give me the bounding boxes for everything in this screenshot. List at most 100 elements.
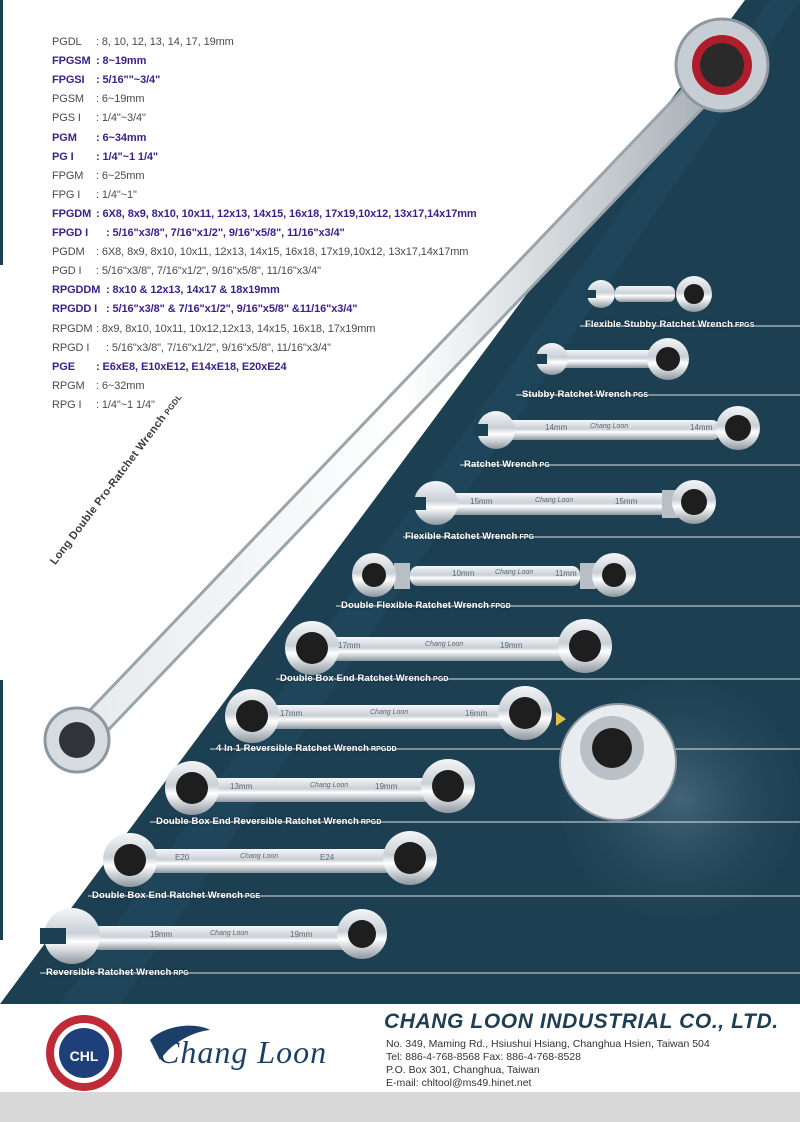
spec-row: RPGD I : 5/16"x3/8", 7/16"x1/2", 9/16"x5/… [52, 341, 331, 355]
spec-code: PG I [52, 150, 74, 163]
spec-value: : 6~25mm [96, 169, 145, 182]
label-rpg-name: Reversible Ratchet Wrench [46, 967, 172, 978]
spec-row: FPG I: 1/4"~1" [52, 188, 137, 202]
spec-row: RPGDM: 8x9, 8x10, 10x11, 10x12,12x13, 14… [52, 322, 375, 336]
spec-code: FPGSM [52, 55, 91, 68]
label-rpg-code: RPG [173, 970, 189, 977]
wrench-stamp: 19mm [290, 930, 313, 939]
spec-value: : 5/16"x3/8", 7/16"x1/2", 9/16"x5/8", 11… [96, 265, 321, 278]
magnifier-closeup [556, 703, 677, 821]
wrench-fpgs [586, 276, 712, 312]
spec-code: RPGM [52, 379, 85, 392]
spec-row: PGE : E6xE8, E10xE12, E14xE18, E20xE24 [52, 360, 287, 374]
wrench-stamp: Chang Loon [535, 497, 574, 504]
spec-code: FPGM [52, 169, 84, 182]
pointer-triangle-icon [556, 712, 566, 726]
brand-name: Chang Loon [158, 1034, 328, 1070]
spec-row: PG I: 1/4"~1 1/4" [52, 150, 158, 164]
spec-code: PGS I [52, 112, 81, 125]
spec-value: : 6~34mm [96, 131, 147, 144]
wrench-stamp: Chang Loon [495, 569, 534, 576]
spec-code: PGSM [52, 93, 84, 106]
wrench-stamp: 15mm [470, 497, 493, 506]
label-fpgs-code: FPGS [735, 322, 755, 329]
wrench-stamp: 16mm [465, 709, 488, 718]
spec-value: : 8~19mm [96, 55, 147, 68]
company-address: No. 349, Maming Rd., Hsiushui Hsiang, Ch… [386, 1038, 710, 1050]
label-pgd-name: Double Box End Ratchet Wrench [280, 673, 432, 684]
spec-code: RPGDDM [52, 284, 101, 297]
label-pgs-name: Stubby Ratchet Wrench [522, 389, 632, 400]
spec-code: FPGD I [52, 227, 89, 239]
spec-code: FPG I [52, 188, 81, 201]
label-pgd-code: PGD [433, 676, 449, 683]
wrench-fpg [410, 480, 716, 525]
spec-row: PGDL: 8, 10, 12, 13, 14, 17, 19mm [52, 36, 234, 49]
wrench-rpgdd [225, 686, 552, 743]
label-fpg-name: Flexible Ratchet Wrench [405, 531, 518, 542]
label-fpgd-code: FPGD [491, 603, 511, 610]
spec-row: PGSM : 6~19mm [52, 93, 145, 106]
spec-value: : 1/4"~3/4" [96, 112, 146, 125]
wrench-stamp: 17mm [338, 641, 361, 650]
wrench-pgd [285, 619, 612, 675]
spec-code: FPGDM [52, 207, 92, 220]
wrench-stamp: Chang Loon [310, 782, 349, 789]
spec-value: : 8x10 & 12x13, 14x17 & 18x19mm [106, 284, 280, 297]
label-fpgs-name: Flexible Stubby Ratchet Wrench [585, 319, 733, 330]
label-fpgd-name: Double Flexible Ratchet Wrench [341, 600, 489, 611]
spec-value: : 6~32mm [96, 379, 145, 392]
label-pg-code: PG [539, 462, 550, 469]
wrench-stamp: 13mm [230, 782, 253, 791]
spec-value: : 8, 10, 12, 13, 14, 17, 19mm [96, 36, 234, 48]
spec-value: : 6~19mm [96, 93, 145, 106]
spec-row: FPGSM : 8~19mm [52, 55, 146, 68]
spec-row: RPGDD I: 5/16"x3/8" & 7/16"x1/2", 9/16"x… [52, 303, 358, 316]
left-bar-top [0, 0, 3, 265]
wrench-stamp: 14mm [545, 423, 568, 432]
label-rpgd-code: RPGD [360, 819, 382, 826]
footer-bar [0, 1092, 800, 1122]
spec-row: RPGDDM : 8x10 & 12x13, 14x17 & 18x19mm [52, 284, 280, 297]
spec-code: RPGD I [52, 341, 90, 354]
left-bar-bottom [0, 680, 3, 940]
spec-row: FPGDM: 6X8, 8x9, 8x10, 10x11, 12x13, 14x… [52, 207, 477, 221]
wrench-stamp: Chang Loon [425, 641, 464, 648]
pgdl-wrench [43, 17, 770, 774]
spec-code: RPGDM [52, 322, 93, 335]
spec-row: PGM: 6~34mm [52, 132, 146, 145]
logo-text: CHL [69, 1048, 99, 1064]
wrench-pge [103, 831, 437, 887]
wrench-stamp: 17mm [280, 709, 303, 718]
wrench-stamp: Chang Loon [590, 423, 629, 430]
wrench-stamp: 14mm [690, 423, 713, 432]
wrench-stamp: 10mm [452, 569, 475, 578]
company-name: CHANG LOON INDUSTRIAL CO., LTD. [384, 1010, 779, 1033]
label-pgs-code: PGS [633, 392, 649, 399]
wrench-stamp: 19mm [375, 782, 398, 791]
wrench-pg [474, 406, 760, 450]
spec-value: : E6xE8, E10xE12, E14xE18, E20xE24 [96, 360, 287, 373]
spec-value: : 5/16""~3/4" [96, 74, 161, 87]
spec-value: : 6X8, 8x9, 8x10, 10x11, 12x13, 14x15, 1… [96, 246, 469, 259]
spec-code: PGE [52, 360, 75, 373]
label-rpgdd-code: RPGDD [370, 746, 397, 753]
spec-row: FPGM : 6~25mm [52, 169, 145, 183]
spec-value: : 5/16"x3/8", 7/16"x1/2", 9/16"x5/8", 11… [106, 227, 345, 239]
label-pge-code: PGE [245, 893, 261, 900]
wrench-stamp: Chang Loon [370, 709, 409, 716]
spec-value: : 5/16"x3/8", 7/16"x1/2", 9/16"x5/8", 11… [106, 341, 331, 354]
wrench-stamp: 19mm [150, 930, 173, 939]
spec-row: PGS I : 1/4"~3/4" [52, 112, 146, 125]
spec-row: PGD I: 5/16"x3/8", 7/16"x1/2", 9/16"x5/8… [52, 265, 321, 278]
label-rpgd: Double Box End Reversible Ratchet Wrench… [156, 816, 381, 827]
company-pobox: P.O. Box 301, Changhua, Taiwan [386, 1064, 540, 1076]
spec-value: : 5/16"x3/8" & 7/16"x1/2", 9/16"x5/8" &1… [106, 303, 358, 316]
label-fpg-code: FPG [519, 534, 535, 541]
